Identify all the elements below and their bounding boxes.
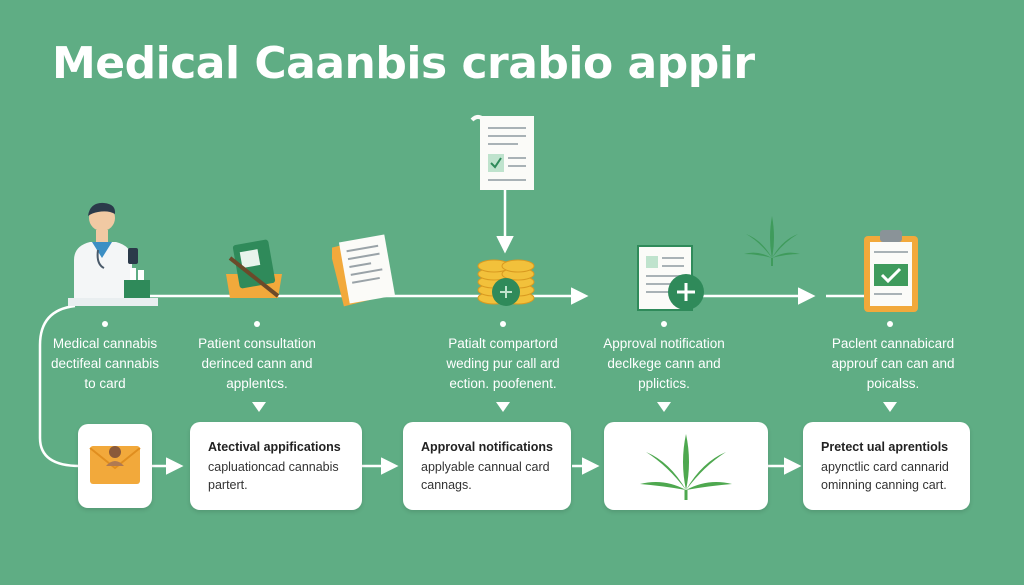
down-arrow-3 [657,402,671,412]
approval-notification-icon [637,245,704,311]
label-line: Approval notification [603,336,725,351]
down-arrow-1 [252,402,266,412]
card-text: cannags. [421,478,472,492]
cannabis-leaf-icon [744,216,800,266]
card-title: Approval notifications [421,440,553,454]
card-text: partert. [208,478,248,492]
step-label-5: Paclent cannabicard approuf can can and … [798,334,988,394]
coins-icon [477,259,535,306]
card-text: apynctlic card cannarid [821,460,949,474]
process-card-3: Pretect ual aprentiols apynctlic card ca… [803,422,970,510]
approved-clipboard-icon [864,230,918,312]
clipboard-box-icon [226,239,282,298]
label-line: approuf can can and [831,356,955,371]
step-dot [500,321,506,327]
document-top-icon [470,115,534,190]
label-line: Medical cannabis [52,336,158,351]
card-text: applyable cannual card [421,460,550,474]
label-line: weding pur call ard [446,356,560,371]
cannabis-card-leaf-icon [640,434,732,500]
label-line: ection. poofenent. [449,376,557,391]
down-arrow-2 [496,402,510,412]
card-text: ominning canning cart. [821,478,947,492]
label-line: Patialt compartord [448,336,558,351]
envelope-icon [89,446,141,484]
card-title: Atectival appifications [208,440,341,454]
document-icon [332,234,396,307]
label-line: to card [84,376,126,391]
card-text: capluationcad cannabis [208,460,339,474]
label-line: declkege cann and [607,356,721,371]
label-line: dectifeal cannabis [50,356,160,371]
step-dot [254,321,260,327]
label-line: Paclent cannabicard [831,336,955,351]
label-line: derinced cann and [201,356,313,371]
step-label-2: Patient consultation derinced cann and a… [162,334,352,394]
envelope-card [78,424,152,508]
label-line: poicalss. [866,376,920,391]
label-line: Patient consultation [198,336,316,351]
leaf-card [604,422,768,510]
label-line: applentcs. [226,376,288,391]
doctor-icon [68,202,158,306]
card-title: Pretect ual aprentiols [821,440,949,454]
step-dot [102,321,108,327]
step-dot [661,321,667,327]
page-title: Medical Caanbis crabio appir [52,38,755,89]
left-loop-line [38,304,81,468]
step-label-1: Medical cannabis dectifeal cannabis to c… [10,334,200,394]
label-line: pplictics. [638,376,690,391]
down-arrow-4 [883,402,897,412]
step-dot [887,321,893,327]
step-label-4: Approval notification declkege cann and … [569,334,759,394]
process-card-2: Approval notifications applyable cannual… [403,422,571,510]
process-card-1: Atectival appifications capluationcad ca… [190,422,362,510]
step-label-3: Patialt compartord weding pur call ard e… [408,334,598,394]
